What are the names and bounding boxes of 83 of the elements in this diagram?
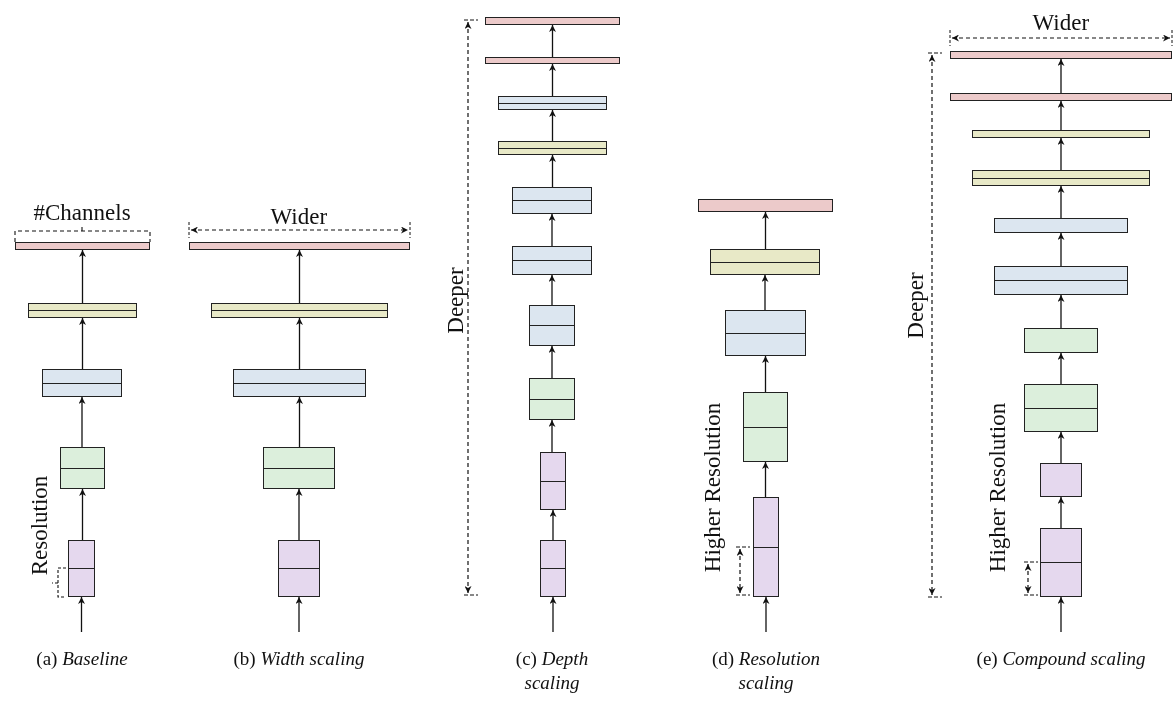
layer-block xyxy=(1024,328,1098,353)
arrow xyxy=(295,488,303,541)
layer-block xyxy=(950,51,1172,59)
axis-label: Deeper xyxy=(903,271,927,339)
subfigure-caption: (c) Depth scaling xyxy=(514,647,590,695)
subfigure-caption: (d) Resolution scaling xyxy=(710,647,822,695)
layer-block xyxy=(994,218,1128,233)
arrow xyxy=(762,596,770,633)
arrow xyxy=(548,345,556,379)
layer-block xyxy=(278,540,320,597)
subfigure-caption: (e) Compound scaling xyxy=(975,647,1147,671)
arrow xyxy=(761,274,769,311)
layer-block xyxy=(710,249,820,275)
layer-block xyxy=(485,57,620,64)
arrow xyxy=(1057,58,1065,94)
arrow xyxy=(295,596,303,633)
axis-label: Resolution xyxy=(28,475,52,575)
dimension-label: #Channels xyxy=(33,200,131,224)
arrow xyxy=(1057,100,1065,131)
arrow xyxy=(78,596,85,633)
arrow xyxy=(762,461,769,498)
layer-block xyxy=(1040,528,1082,597)
arrow xyxy=(549,109,556,142)
arrow xyxy=(79,249,86,304)
layer-block xyxy=(28,303,137,318)
layer-block xyxy=(743,392,788,462)
layer-block xyxy=(512,246,592,275)
layer-block xyxy=(994,266,1128,295)
layer-block xyxy=(698,199,833,212)
layer-block xyxy=(950,93,1172,101)
layer-block xyxy=(1040,463,1082,497)
layer-block xyxy=(498,96,607,110)
axis-label: Higher Resolution xyxy=(985,402,1009,572)
arrow xyxy=(549,154,556,188)
layer-block xyxy=(529,378,575,420)
arrow xyxy=(1057,352,1065,385)
layer-block xyxy=(725,310,806,356)
arrow xyxy=(762,211,769,250)
layer-block xyxy=(1024,384,1098,432)
arrow xyxy=(548,274,556,306)
arrow xyxy=(1057,496,1065,529)
layer-block xyxy=(540,452,566,510)
layer-block xyxy=(60,447,105,489)
arrow xyxy=(549,509,557,541)
arrow xyxy=(79,488,86,541)
arrow xyxy=(1057,185,1065,219)
arrow xyxy=(548,419,556,453)
axis-label: Higher Resolution xyxy=(700,402,724,572)
arrow xyxy=(296,396,303,448)
layer-block xyxy=(512,187,592,214)
layer-block xyxy=(233,369,366,397)
arrow xyxy=(1057,294,1065,329)
layer-block xyxy=(753,497,779,597)
dimension-label: Wider xyxy=(270,204,328,228)
arrow xyxy=(1057,596,1065,633)
layer-block xyxy=(485,17,620,25)
arrow xyxy=(296,317,303,370)
layer-block xyxy=(211,303,388,318)
dimension-label: Wider xyxy=(1032,10,1090,34)
layer-block xyxy=(68,540,95,597)
arrow xyxy=(1057,431,1065,464)
subfigure-caption: (b) Width scaling xyxy=(232,647,366,671)
subfigure-caption: (a) Baseline xyxy=(35,647,129,671)
layer-block xyxy=(972,170,1150,186)
arrow xyxy=(1057,232,1065,267)
arrow xyxy=(549,24,556,58)
layer-block xyxy=(189,242,410,250)
layer-block xyxy=(540,540,566,597)
arrow xyxy=(549,596,557,633)
arrow xyxy=(296,249,303,304)
layer-block xyxy=(263,447,335,489)
arrow xyxy=(548,213,556,247)
layer-block xyxy=(42,369,122,397)
layer-block xyxy=(529,305,575,346)
arrow xyxy=(79,317,86,370)
arrow xyxy=(78,396,86,448)
arrow xyxy=(549,63,556,97)
arrow xyxy=(762,355,769,393)
layer-block xyxy=(972,130,1150,138)
layer-block xyxy=(498,141,607,155)
layer-block xyxy=(15,242,150,250)
axis-label: Deeper xyxy=(443,266,467,334)
arrow xyxy=(1057,137,1065,171)
